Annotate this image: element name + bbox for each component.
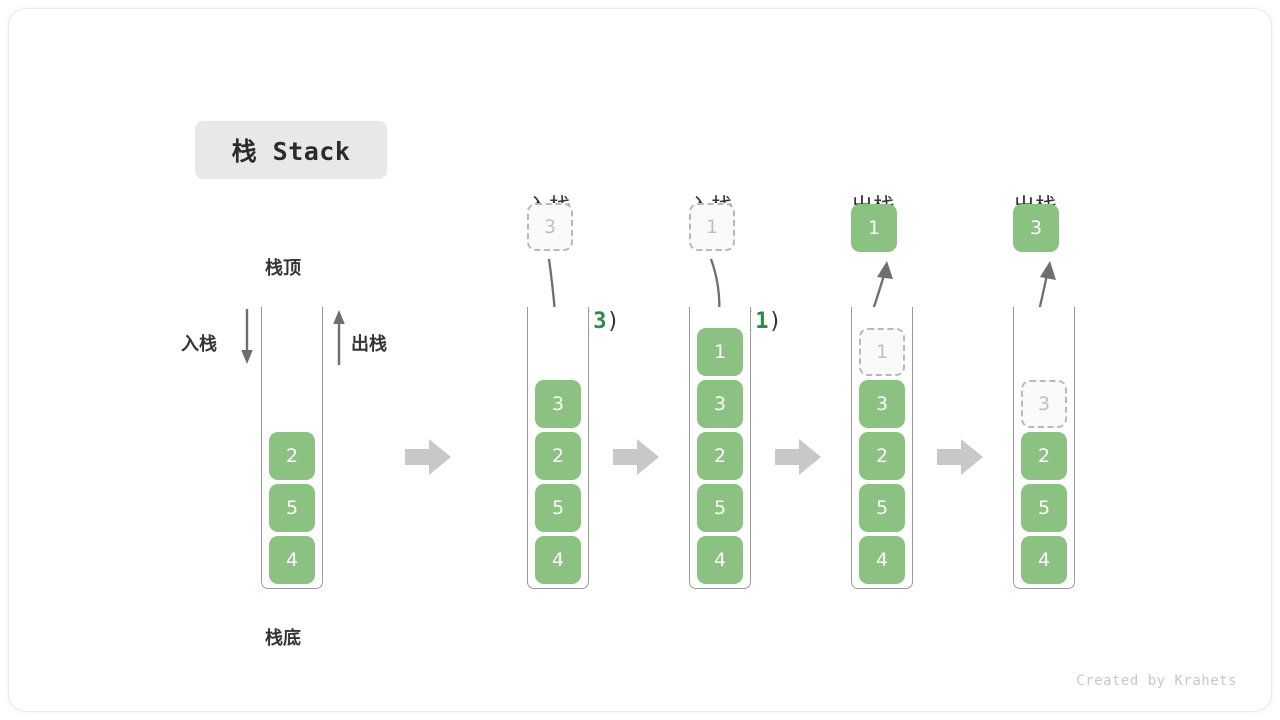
stack-cell: 4 bbox=[859, 536, 905, 584]
flow-arrow-icon bbox=[405, 439, 451, 475]
stack-cell: 2 bbox=[859, 432, 905, 480]
stack-cell: 1 bbox=[697, 328, 743, 376]
stack-cell: 5 bbox=[1021, 484, 1067, 532]
popped-element: 3 bbox=[1013, 204, 1059, 252]
pop-direction-arrow-icon bbox=[333, 310, 345, 365]
stack-cell: 2 bbox=[535, 432, 581, 480]
stack-cell: 4 bbox=[697, 536, 743, 584]
stack-column-push-3: 入栈 push(3) 3 3 2 5 4 bbox=[467, 9, 637, 711]
stack-cell: 5 bbox=[269, 484, 315, 532]
watermark-credit: Created by Krahets bbox=[1076, 673, 1237, 689]
push-legend-label: 入栈 bbox=[181, 334, 217, 355]
stack-cell: 4 bbox=[269, 536, 315, 584]
stack-cell: 4 bbox=[1021, 536, 1067, 584]
stack-cell: 5 bbox=[859, 484, 905, 532]
stack-column-pop-1: 出栈 pop() 1 1 3 2 5 4 bbox=[791, 9, 961, 711]
stack-cell: 2 bbox=[697, 432, 743, 480]
push-direction-arrow-icon bbox=[241, 309, 253, 364]
stack-cell: 3 bbox=[1021, 380, 1067, 428]
stack-cell: 3 bbox=[697, 380, 743, 428]
stack-column-initial: 栈顶 入栈 出栈 2 5 4 栈底 bbox=[9, 9, 429, 711]
flow-arrow-icon bbox=[937, 439, 983, 475]
page-title: 栈 Stack bbox=[231, 137, 351, 166]
stack-cell: 2 bbox=[269, 432, 315, 480]
incoming-element: 1 bbox=[689, 203, 735, 251]
flow-arrow-icon bbox=[613, 439, 659, 475]
pop-legend-label: 出栈 bbox=[351, 334, 387, 355]
diagram-card: 栈 Stack 栈顶 入栈 出栈 2 5 4 栈底 入栈 pus bbox=[8, 8, 1272, 712]
diagram-title-chip: 栈 Stack bbox=[195, 121, 387, 179]
incoming-element: 3 bbox=[527, 203, 573, 251]
stack-cell: 5 bbox=[697, 484, 743, 532]
stack-cell: 1 bbox=[859, 328, 905, 376]
stack-cell: 2 bbox=[1021, 432, 1067, 480]
stack-cell: 3 bbox=[535, 380, 581, 428]
stack-cell: 5 bbox=[535, 484, 581, 532]
stack-column-pop-3: 出栈 pop() 3 3 2 5 4 bbox=[953, 9, 1123, 711]
flow-arrow-icon bbox=[775, 439, 821, 475]
stack-cell: 3 bbox=[859, 380, 905, 428]
stack-top-label: 栈顶 bbox=[265, 258, 301, 279]
stack-bottom-label: 栈底 bbox=[265, 628, 301, 649]
stack-cell: 4 bbox=[535, 536, 581, 584]
popped-element: 1 bbox=[851, 204, 897, 252]
stack-column-push-1: 入栈 push(1) 1 1 3 2 5 4 bbox=[629, 9, 799, 711]
